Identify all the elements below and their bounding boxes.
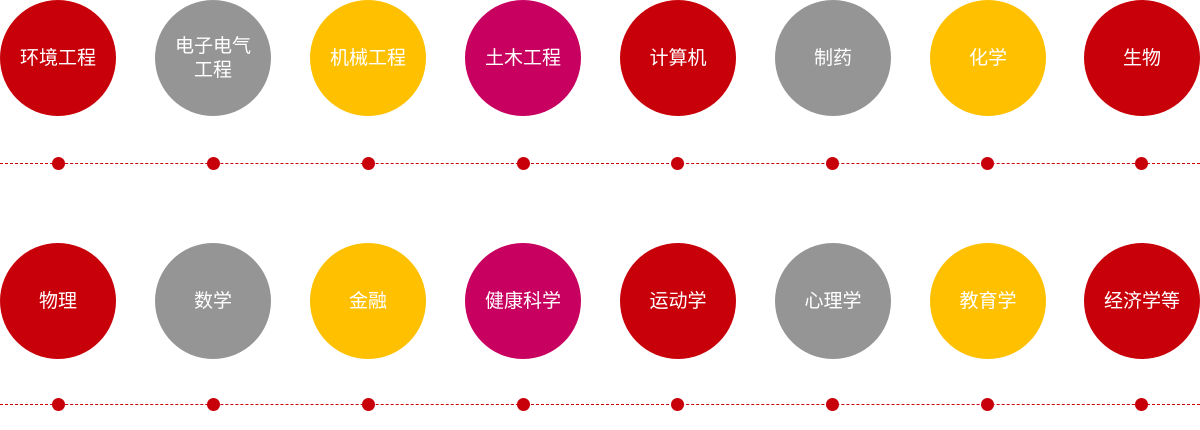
dashed-divider-line <box>0 404 1200 405</box>
timeline-dot <box>517 398 530 411</box>
subject-circle-computer-science: 计算机 <box>620 0 736 116</box>
timeline-dot <box>52 157 65 170</box>
timeline-dot <box>826 157 839 170</box>
timeline-dot <box>362 157 375 170</box>
timeline-dot <box>1135 398 1148 411</box>
timeline-dot <box>207 157 220 170</box>
subject-circle-finance: 金融 <box>310 243 426 359</box>
timeline-dot <box>362 398 375 411</box>
timeline-dot <box>671 157 684 170</box>
subject-circle-mechanical-engineering: 机械工程 <box>310 0 426 116</box>
timeline-dot <box>826 398 839 411</box>
subject-circle-physics: 物理 <box>0 243 116 359</box>
timeline-dot <box>981 157 994 170</box>
timeline-dot <box>671 398 684 411</box>
subject-circle-civil-engineering: 土木工程 <box>465 0 581 116</box>
subject-circle-electrical-engineering: 电子电气工程 <box>155 0 271 116</box>
subject-row-1: 环境工程 电子电气工程 机械工程 土木工程 计算机 制药 化学 生物 <box>0 0 1200 120</box>
subject-circle-psychology: 心理学 <box>775 243 891 359</box>
timeline-dot <box>1135 157 1148 170</box>
timeline-dot <box>52 398 65 411</box>
timeline-row-2 <box>0 398 1200 412</box>
dashed-divider-line <box>0 163 1200 164</box>
timeline-dot <box>207 398 220 411</box>
subject-circle-education: 教育学 <box>930 243 1046 359</box>
subject-circle-kinesiology: 运动学 <box>620 243 736 359</box>
subject-circle-environmental-engineering: 环境工程 <box>0 0 116 116</box>
subject-circle-chemistry: 化学 <box>930 0 1046 116</box>
timeline-dot <box>517 157 530 170</box>
subject-circle-biology: 生物 <box>1084 0 1200 116</box>
timeline-row-1 <box>0 157 1200 171</box>
subject-circle-pharmacy: 制药 <box>775 0 891 116</box>
subject-circle-health-science: 健康科学 <box>465 243 581 359</box>
subject-row-2: 物理 数学 金融 健康科学 运动学 心理学 教育学 经济学等 <box>0 243 1200 363</box>
timeline-dot <box>981 398 994 411</box>
subject-circle-mathematics: 数学 <box>155 243 271 359</box>
subject-circle-economics: 经济学等 <box>1084 243 1200 359</box>
